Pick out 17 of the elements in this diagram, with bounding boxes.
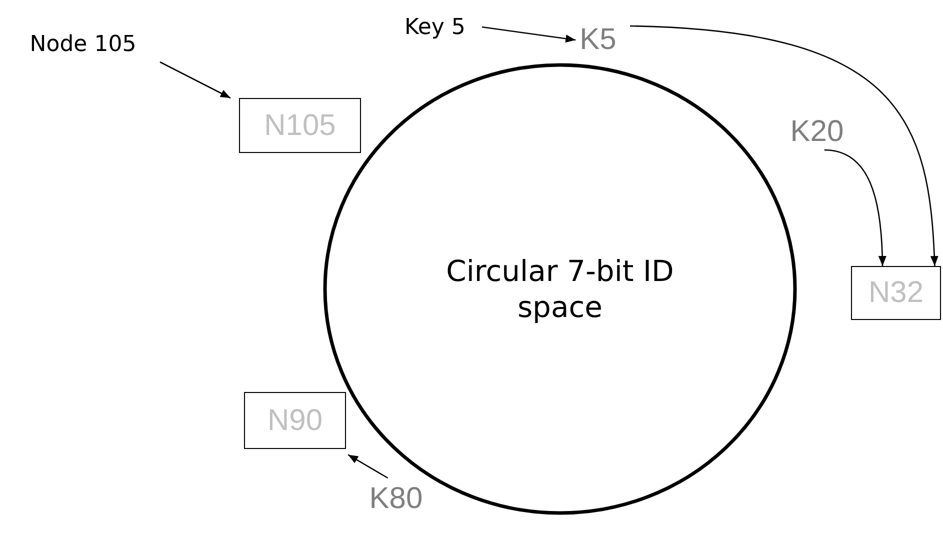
arrow [348,454,388,479]
key-label: K5 [580,23,616,57]
circle-label: Circular 7-bit ID space [445,252,675,326]
annotation-text: Node 105 [30,32,136,56]
node-box [244,392,346,449]
node-label: N32 [868,276,924,310]
node-label: N105 [264,108,336,142]
key-label: K80 [369,482,423,516]
key-label: K20 [790,115,844,149]
node-box [239,98,361,153]
arrow [482,26,576,43]
arrow [824,149,886,266]
arrow [160,61,231,99]
node-box [851,266,941,320]
arrow [630,25,938,266]
node-label: N90 [267,404,323,438]
annotation-text: Key 5 [404,14,466,40]
